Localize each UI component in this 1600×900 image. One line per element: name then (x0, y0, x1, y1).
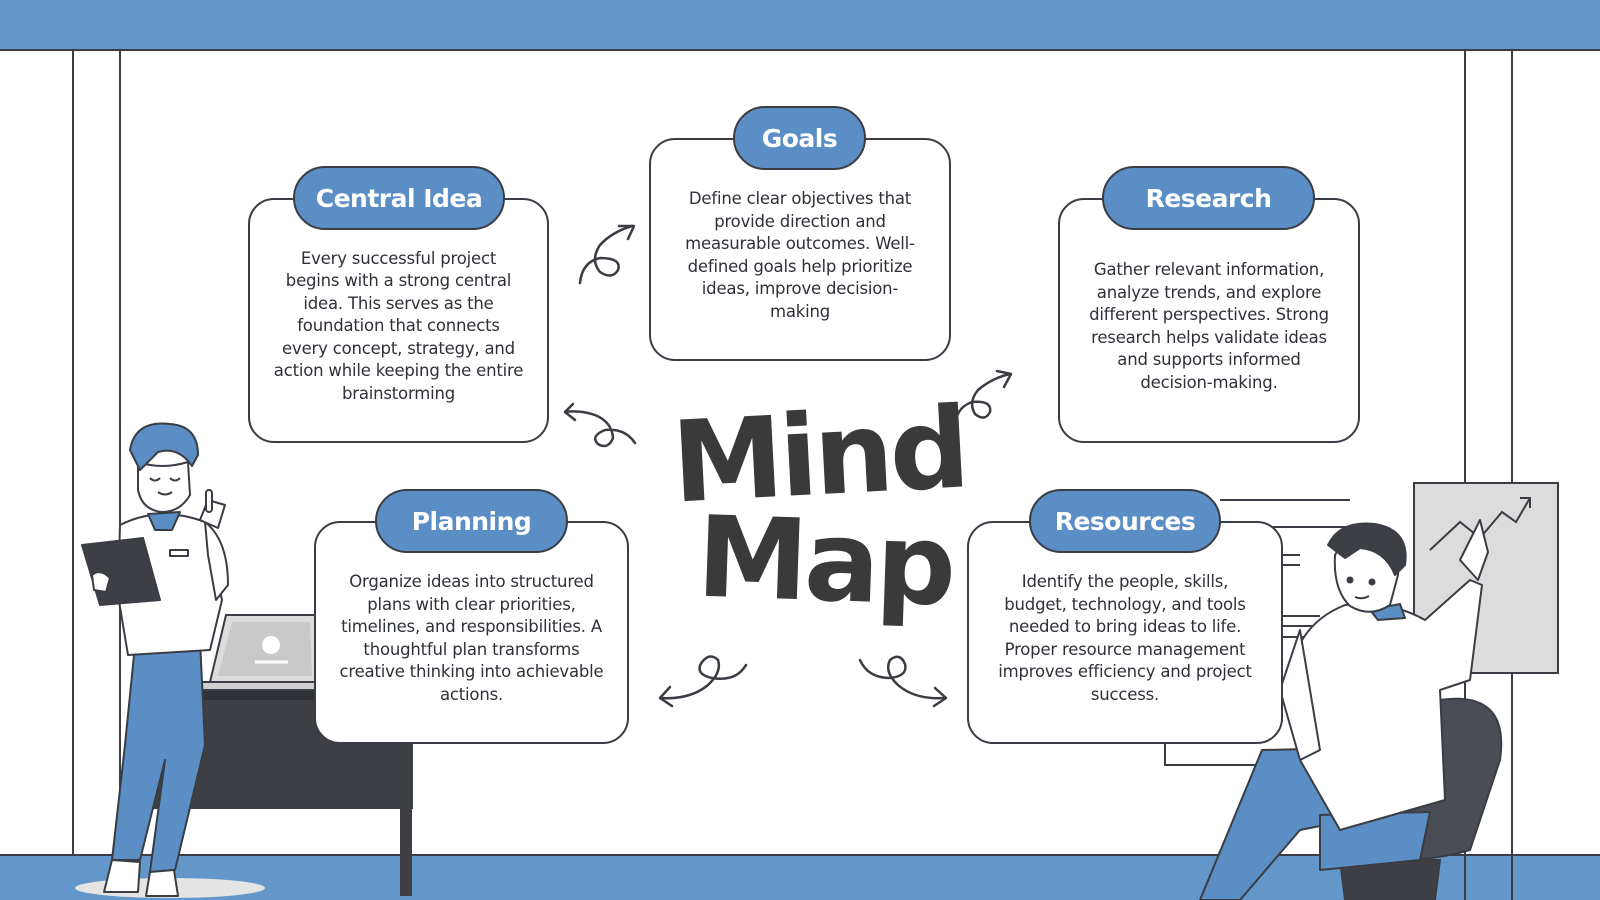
research-heading: Research (1102, 166, 1315, 230)
mind-map-title-line2: Map (694, 492, 955, 632)
person-with-tablet (75, 422, 265, 898)
planning-heading: Planning (375, 489, 568, 553)
planning-card: Organize ideas into structured plans wit… (314, 521, 629, 744)
resources-card: Identify the people, skills, budget, tec… (967, 521, 1283, 744)
central-idea-card: Every successful project begins with a s… (248, 198, 549, 443)
curly-arrow-icon (953, 369, 1013, 430)
research-card: Gather relevant information, analyze tre… (1058, 198, 1360, 443)
goals-heading: Goals (733, 106, 866, 170)
central-idea-body: Every successful project begins with a s… (273, 248, 524, 403)
central-idea-heading: Central Idea (293, 166, 505, 230)
research-body: Gather relevant information, analyze tre… (1089, 260, 1329, 392)
goals-card: Define clear objectives that provide dir… (649, 138, 951, 361)
top-band (0, 0, 1600, 50)
curly-arrow-icon (563, 402, 637, 448)
curly-arrow-icon (658, 655, 748, 708)
curly-arrow-icon (858, 655, 948, 708)
resources-body: Identify the people, skills, budget, tec… (998, 572, 1252, 704)
person-at-chart (1199, 519, 1489, 900)
curly-arrow-icon (578, 224, 636, 285)
planning-body: Organize ideas into structured plans wit… (339, 572, 604, 704)
resources-heading: Resources (1029, 489, 1221, 553)
goals-body: Define clear objectives that provide dir… (685, 189, 915, 321)
